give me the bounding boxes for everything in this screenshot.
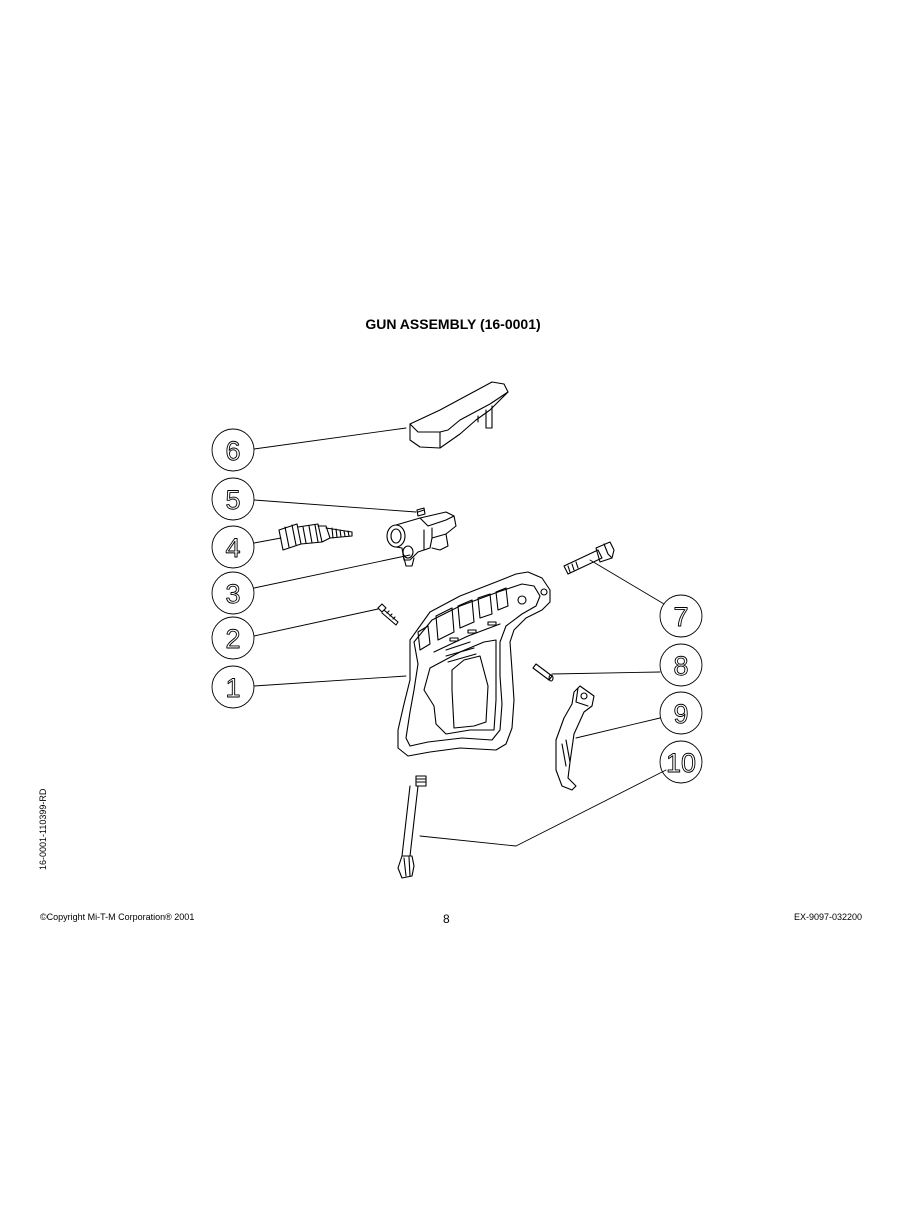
svg-text:8: 8 — [673, 651, 688, 681]
svg-text:1: 1 — [225, 673, 240, 703]
leader-5 — [253, 499, 417, 513]
part-6-cap-drawing — [409, 381, 509, 449]
leader-7 — [589, 559, 665, 605]
footer-copyright: ©Copyright Mi-T-M Corporation® 2001 — [40, 912, 195, 922]
part-4-stem-drawing — [278, 523, 353, 551]
callout-4: 4 — [211, 525, 255, 569]
leader-3 — [253, 554, 411, 589]
leader-6 — [253, 427, 407, 450]
svg-text:2: 2 — [225, 624, 240, 654]
callout-3: 3 — [211, 571, 255, 615]
callout-5: 5 — [211, 477, 255, 521]
callout-8: 8 — [659, 643, 703, 687]
part-5-setscrew-drawing — [416, 507, 426, 517]
part-8-pin-drawing — [532, 663, 554, 682]
leader-4 — [253, 537, 282, 544]
svg-text:7: 7 — [673, 602, 688, 632]
callout-10: 10 — [659, 740, 703, 784]
footer-page-number: 8 — [443, 912, 450, 926]
leader-2 — [253, 608, 379, 637]
part-3-valve-body-drawing — [386, 511, 457, 567]
svg-text:5: 5 — [225, 485, 240, 515]
leader-8 — [551, 671, 661, 675]
callout-9: 9 — [659, 691, 703, 735]
callout-2: 2 — [211, 616, 255, 660]
leader-9 — [575, 717, 661, 739]
side-document-code: 16-0001-110399-RD — [38, 788, 48, 870]
part-2-screw-drawing — [377, 603, 399, 626]
footer-doc-code: EX-9097-032200 — [793, 912, 862, 922]
svg-text:10: 10 — [666, 748, 696, 778]
page-title: GUN ASSEMBLY (16-0001) — [365, 316, 541, 332]
callout-6: 6 — [211, 428, 255, 472]
leader-10 — [419, 769, 667, 847]
part-10-wand-drawing — [397, 775, 427, 879]
leader-1 — [253, 675, 407, 687]
part-1-handle-drawing — [397, 571, 551, 757]
part-9-trigger-drawing — [555, 685, 595, 791]
part-7-bolt-drawing — [563, 541, 615, 575]
svg-text:4: 4 — [225, 533, 240, 563]
svg-text:9: 9 — [673, 699, 688, 729]
leader-lines — [253, 427, 667, 847]
callouts: 6 5 4 3 2 1 7 8 9 10 — [211, 428, 703, 784]
callout-1: 1 — [211, 665, 255, 709]
callout-7: 7 — [659, 594, 703, 638]
svg-text:6: 6 — [225, 436, 240, 466]
svg-text:3: 3 — [225, 579, 240, 609]
